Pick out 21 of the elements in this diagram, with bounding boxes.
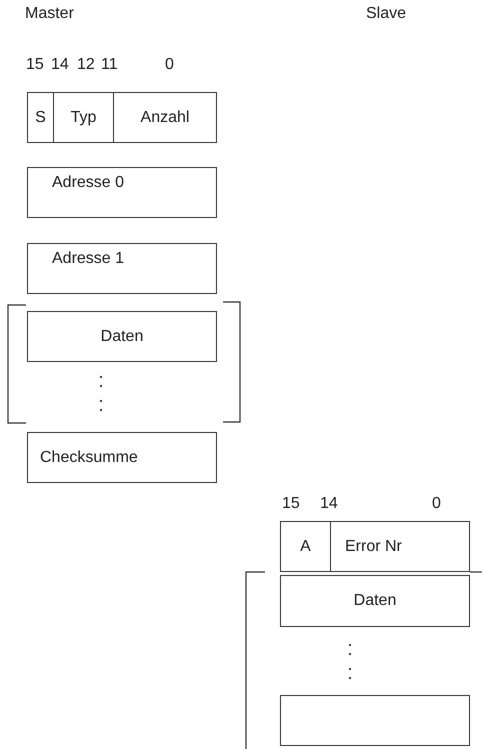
bit-number: 14 [320, 495, 338, 513]
field-cell: Anzahl [113, 92, 217, 143]
bit-number: 0 [432, 495, 441, 513]
field-cell: Typ [53, 92, 114, 143]
bit-number: 15 [282, 495, 300, 513]
field-cell: Daten [27, 311, 217, 362]
bit-number: 0 [165, 56, 174, 74]
field-cell: Adresse 0 [27, 167, 217, 218]
bit-number: 12 [77, 56, 95, 74]
field-cell: Daten [280, 575, 470, 627]
bit-number: 11 [101, 56, 118, 74]
field-cell: A [280, 521, 331, 572]
field-cell: S [27, 92, 54, 143]
section-heading: Master [25, 5, 74, 23]
bit-number: 15 [26, 56, 44, 74]
field-cell: Error Nr [330, 521, 470, 572]
field-cell: Adresse 1 [27, 243, 217, 294]
bit-number: 14 [51, 56, 69, 74]
field-cell: Checksumme [27, 432, 217, 483]
empty-field-box [280, 695, 470, 746]
section-heading: Slave [366, 5, 406, 23]
